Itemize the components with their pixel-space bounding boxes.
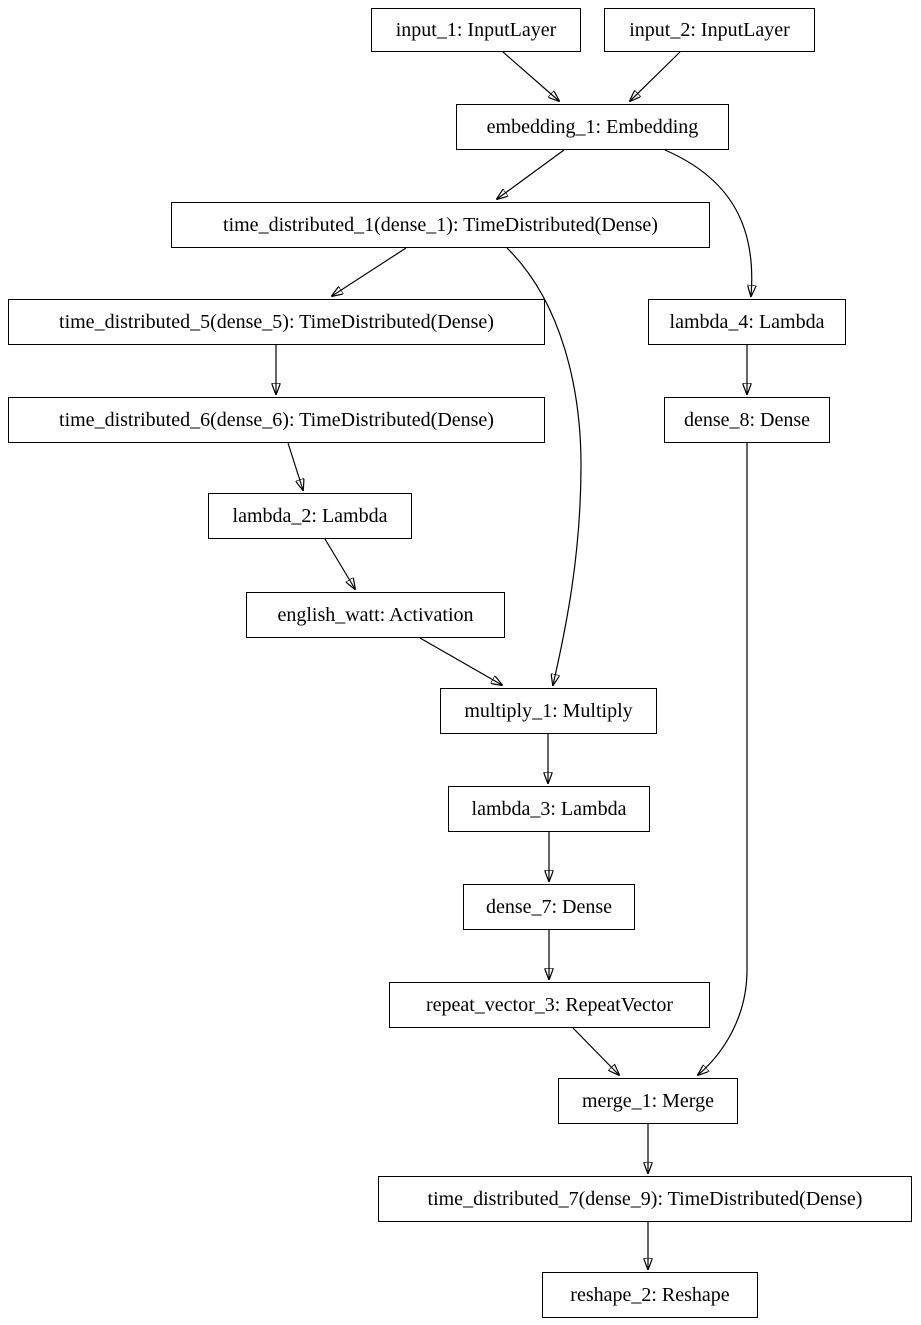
node-lambda_2: lambda_2: Lambda <box>208 493 412 539</box>
edge-embedding_1-to-lambda_4 <box>664 149 752 296</box>
node-merge_1: merge_1: Merge <box>558 1078 738 1124</box>
node-input_2: input_2: InputLayer <box>604 8 815 52</box>
edge-lambda_2-to-english_watt <box>324 538 355 589</box>
node-time_distributed_1: time_distributed_1(dense_1): TimeDistrib… <box>171 202 710 248</box>
node-lambda_3: lambda_3: Lambda <box>448 786 650 832</box>
edge-english_watt-to-multiply_1 <box>419 637 502 685</box>
node-embedding_1: embedding_1: Embedding <box>456 104 729 150</box>
node-repeat_vector_3: repeat_vector_3: RepeatVector <box>389 982 710 1028</box>
node-multiply_1: multiply_1: Multiply <box>440 688 657 734</box>
node-dense_8: dense_8: Dense <box>664 397 830 443</box>
edge-dense_8-to-merge_1 <box>698 443 748 1075</box>
node-input_1: input_1: InputLayer <box>371 8 581 52</box>
edge-embedding_1-to-time_distributed_1 <box>497 149 565 199</box>
node-time_distributed_7: time_distributed_7(dense_9): TimeDistrib… <box>378 1176 912 1222</box>
edge-time_distributed_1-to-multiply_1 <box>506 247 582 685</box>
edge-time_distributed_1-to-time_distributed_5 <box>332 247 407 296</box>
edge-input_1-to-embedding_1 <box>502 51 559 101</box>
node-english_watt: english_watt: Activation <box>246 592 505 638</box>
node-dense_7: dense_7: Dense <box>463 884 635 930</box>
node-time_distributed_5: time_distributed_5(dense_5): TimeDistrib… <box>8 299 545 345</box>
node-time_distributed_6: time_distributed_6(dense_6): TimeDistrib… <box>8 397 545 443</box>
node-reshape_2: reshape_2: Reshape <box>542 1272 758 1318</box>
edge-repeat_vector_3-to-merge_1 <box>572 1027 619 1075</box>
node-lambda_4: lambda_4: Lambda <box>648 299 846 345</box>
edge-time_distributed_6-to-lambda_2 <box>287 442 303 490</box>
edge-input_2-to-embedding_1 <box>630 51 681 101</box>
